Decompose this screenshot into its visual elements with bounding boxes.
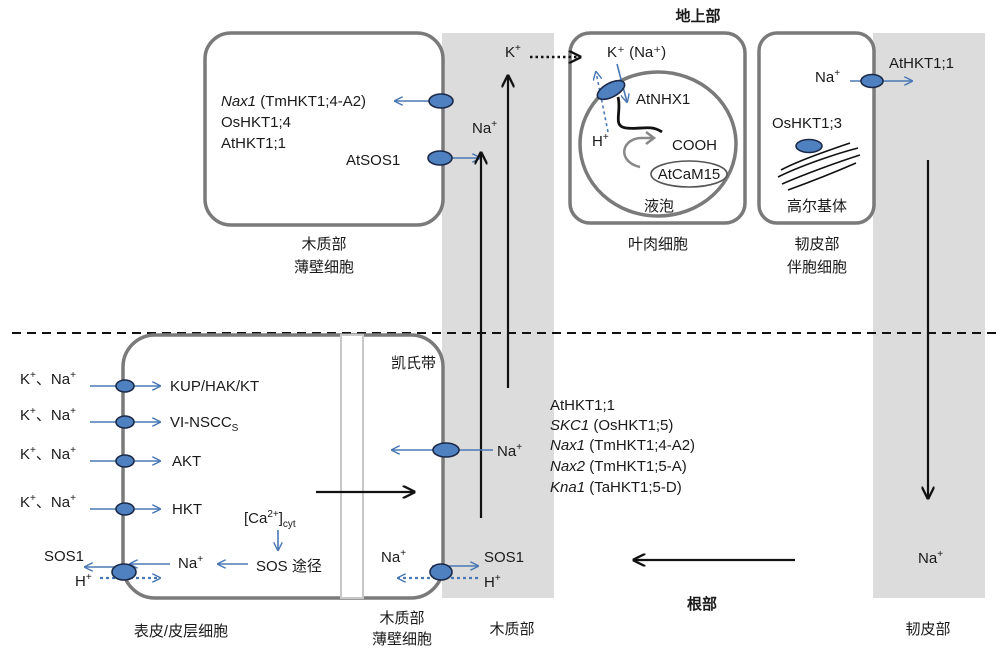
xp-h-label: H+ [484, 573, 501, 591]
kup-label: KUP/HAK/KT [170, 378, 259, 395]
root-xylem-list-4: Kna1 (TaHKT1;5-D) [550, 479, 682, 496]
transporter-athkt-phloem[interactable] [860, 73, 884, 89]
root-na-label: Na+ [178, 554, 203, 572]
transporter-hkt-root[interactable] [115, 502, 135, 516]
atnhx1-tail [616, 96, 663, 134]
root-channel-kup: K+、Na+ KUP/HAK/KT [20, 370, 259, 395]
root-channel-vi-nscc: K+、Na+ VI-NSCCS [20, 406, 239, 434]
xylem-na-label: Na+ [472, 119, 497, 137]
epidermis-cortex-label: 表皮/皮层细胞 [134, 623, 228, 640]
xylem-parenchyma-cell-shoot [203, 31, 445, 227]
xylem-label: 木质部 [489, 621, 534, 638]
cam-binding-arrow [623, 136, 652, 169]
phloem-companion-label-1: 韧皮部 [794, 236, 839, 253]
hkt-label: HKT [172, 501, 202, 518]
shoot-label: 地上部 [675, 7, 720, 25]
atnhx1-h-arrow [596, 72, 609, 133]
mesophyll-h-label: H+ [592, 132, 609, 150]
root-label: 根部 [687, 595, 717, 613]
casparian-strip [340, 334, 364, 599]
cam-binding-arrowhead [645, 131, 657, 145]
mesophyll-k-na-label: K⁺ (Na⁺) [607, 44, 666, 61]
transporter-kup[interactable] [115, 379, 135, 393]
xp-root-label-1: 木质部 [379, 610, 424, 627]
vinscc-label: VI-NSCCS [170, 414, 239, 434]
atcam15-shape [650, 160, 728, 188]
golgi-label: 高尔基体 [787, 198, 847, 215]
cooh-label: COOH [672, 137, 717, 154]
epi-h-label: H+ [75, 572, 92, 590]
root-xylem-list-0: AtHKT1;1 [550, 397, 615, 414]
epi-sos1-label: SOS1 [44, 548, 84, 565]
sos-pathway-label: SOS 途径 [256, 558, 322, 575]
transporter-atnhx1[interactable] [594, 77, 627, 103]
phloem-label: 韧皮部 [905, 621, 950, 638]
root-channel-akt: K+、Na+ AKT [20, 445, 201, 470]
casparian-label: 凯氏带 [391, 355, 436, 372]
ca-cyt-label: [Ca2+]cyt [244, 509, 296, 530]
athkt-phloem-label: AtHKT1;1 [889, 55, 954, 72]
phloem-na-bottom-label: Na+ [918, 549, 943, 567]
transporter-atsos1[interactable] [427, 150, 453, 166]
mesophyll-label: 叶肉细胞 [628, 236, 688, 253]
transporter-oshkt13[interactable] [795, 138, 823, 154]
root-xylem-list-3: Nax2 (TmHKT1;5-A) [550, 458, 687, 475]
transporter-vinscc[interactable] [115, 415, 135, 429]
vacuole-label: 液泡 [644, 198, 674, 215]
xylem-k-label: K+ [505, 43, 521, 61]
root-channel-hkt: K+、Na+ HKT [20, 493, 202, 518]
xp-nax1-label: Nax1 (TmHKT1;4-A2) [221, 93, 366, 110]
vinscc-ions-label: K+、Na+ [20, 406, 76, 424]
akt-ions-label: K+、Na+ [20, 445, 76, 463]
atsos1-label: AtSOS1 [346, 152, 400, 169]
transporter-sos1-xp[interactable] [429, 563, 453, 581]
root-xylem-list-2: Nax1 (TmHKT1;4-A2) [550, 437, 695, 454]
phloem-companion-label-2: 伴胞细胞 [787, 259, 847, 276]
root-xylem-list-1: SKC1 (OsHKT1;5) [550, 417, 673, 434]
xylem-band [442, 33, 554, 598]
xp-top-label-1: 木质部 [301, 236, 346, 253]
atnhx1-label: AtNHX1 [636, 91, 690, 108]
oshkt13-label: OsHKT1;3 [772, 115, 842, 132]
transporter-hkt-xylem-root[interactable] [432, 442, 460, 458]
xp-athkt11-label: AtHKT1;1 [221, 135, 286, 152]
xp-root-label-2: 薄壁细胞 [372, 631, 432, 648]
hkt-ions-label: K+、Na+ [20, 493, 76, 511]
kup-ions-label: K+、Na+ [20, 370, 76, 388]
transporter-akt[interactable] [115, 454, 135, 468]
xp-oshkt14-label: OsHKT1;4 [221, 114, 291, 131]
akt-label: AKT [172, 453, 201, 470]
root-xylem-na-label: Na+ [497, 442, 522, 460]
transporter-sos1-epi[interactable] [111, 563, 137, 581]
golgi-body [777, 142, 861, 191]
xp-root-na-label: Na+ [381, 548, 406, 566]
transporter-hkt-top[interactable] [428, 93, 454, 109]
xp-top-label-2: 薄壁细胞 [294, 259, 354, 276]
xp-sos1-label: SOS1 [484, 549, 524, 566]
phloem-na-top-label: Na+ [815, 68, 840, 86]
phloem-companion-cell [757, 31, 876, 225]
atcam15-label: AtCaM15 [658, 166, 721, 183]
